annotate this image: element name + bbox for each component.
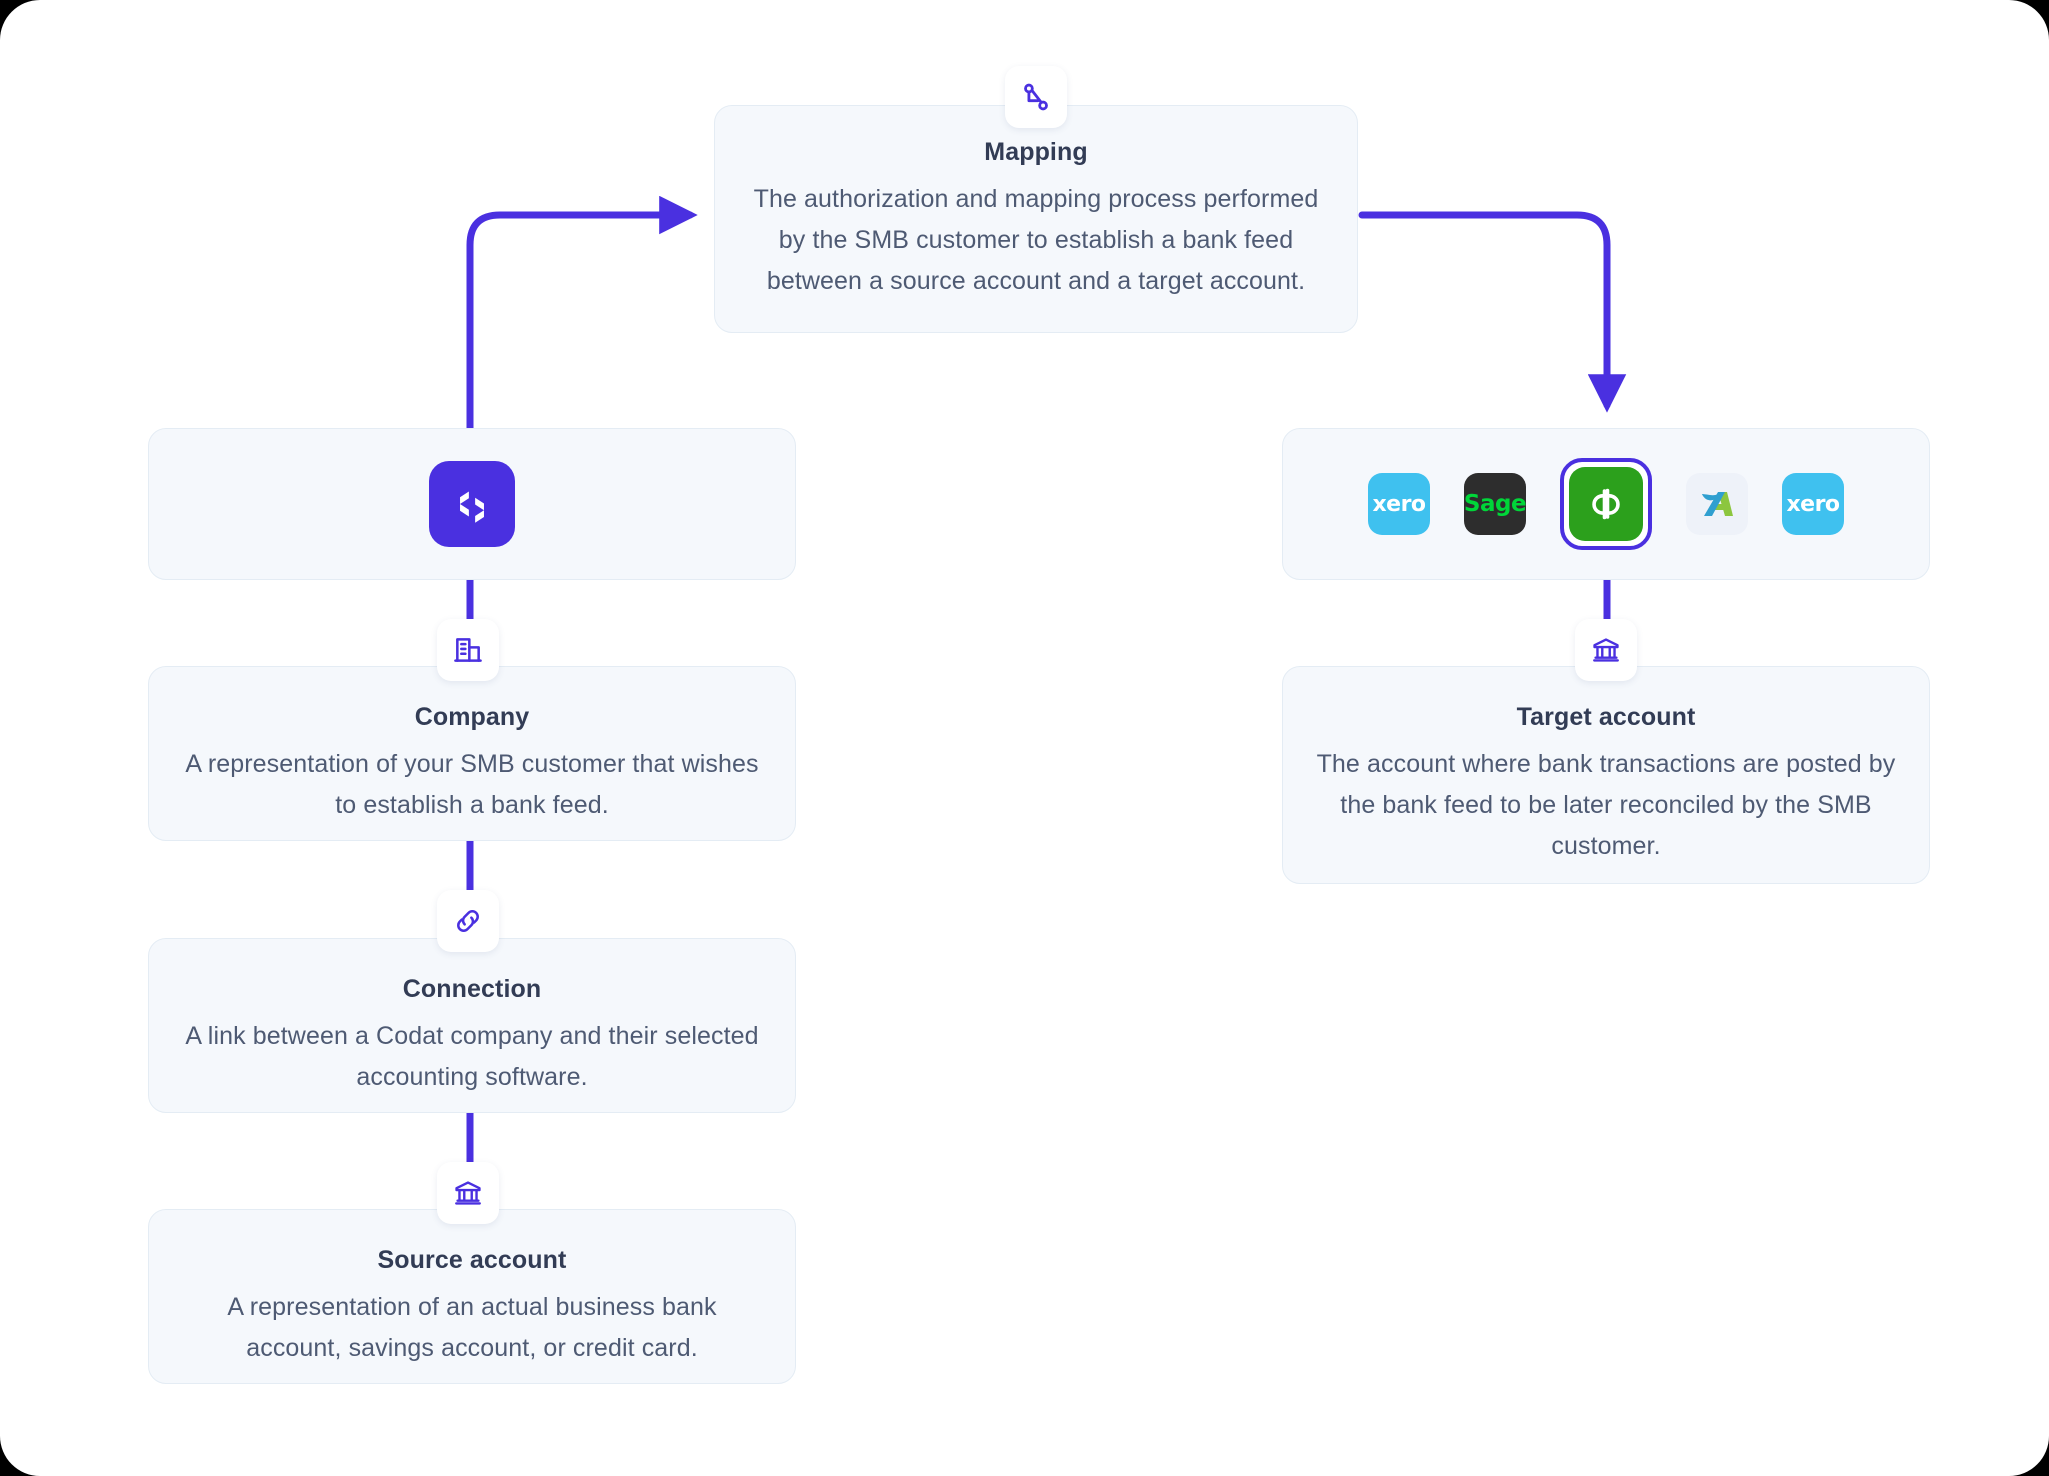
mapping-title: Mapping [984, 138, 1088, 166]
bank-icon [437, 1162, 499, 1224]
freeagent-logo[interactable] [1686, 473, 1748, 535]
xero-label: xero [1372, 491, 1426, 517]
connection-description: A link between a Codat company and their… [185, 1022, 759, 1091]
node-company: Company A representation of your SMB cus… [148, 666, 796, 841]
xero-logo[interactable]: xero [1368, 473, 1430, 535]
bank-icon [1575, 619, 1637, 681]
connector-mapping-to-integrations [1358, 211, 1627, 413]
source-account-description: A representation of an actual business b… [227, 1293, 717, 1362]
connector-platform-to-mapping [466, 195, 698, 432]
mapping-description: The authorization and mapping process pe… [753, 185, 1319, 295]
sage-label: Sage [1463, 491, 1527, 517]
route-icon [1005, 66, 1067, 128]
integration-selected-ring[interactable] [1560, 458, 1652, 550]
node-target-account: Target account The account where bank tr… [1282, 666, 1930, 884]
node-source-account: Source account A representation of an ac… [148, 1209, 796, 1384]
source-account-title: Source account [377, 1246, 567, 1274]
company-description: A representation of your SMB customer th… [185, 750, 759, 819]
building-icon [437, 619, 499, 681]
codat-logo [429, 461, 515, 547]
node-connection: Connection A link between a Codat compan… [148, 938, 796, 1113]
sage-logo[interactable]: Sage [1463, 473, 1527, 535]
connection-title: Connection [402, 975, 542, 1003]
xero-logo[interactable]: xero [1782, 473, 1844, 535]
link-icon [437, 890, 499, 952]
xero-label: xero [1786, 491, 1840, 517]
quickbooks-logo[interactable] [1569, 467, 1643, 541]
node-mapping: Mapping The authorization and mapping pr… [714, 105, 1358, 333]
target-account-title: Target account [1516, 703, 1696, 731]
node-integrations: xero Sage xero [1282, 428, 1930, 580]
target-account-description: The account where bank transactions are … [1316, 750, 1896, 860]
node-platform [148, 428, 796, 580]
company-title: Company [414, 703, 530, 731]
